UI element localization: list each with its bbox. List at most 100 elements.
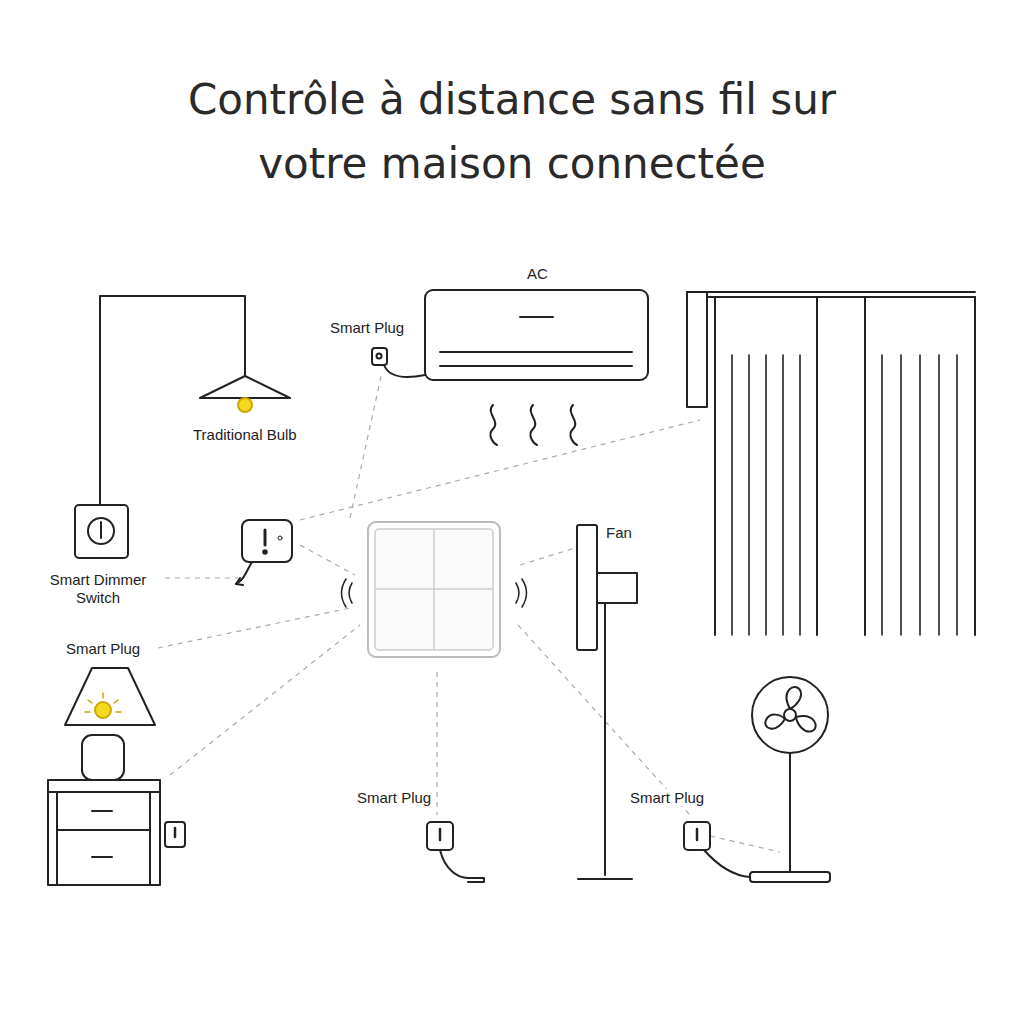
device-label: Smart Plug xyxy=(355,789,433,806)
drawing-stroke xyxy=(165,822,185,847)
drawing-stroke xyxy=(577,525,597,650)
drawing-stroke xyxy=(114,700,118,703)
drawing-stroke xyxy=(350,372,382,518)
drawing-stroke xyxy=(342,579,347,607)
drawing-stroke xyxy=(95,702,111,718)
drawing-stroke xyxy=(597,573,637,603)
drawing-stroke xyxy=(752,677,828,753)
drawing-stroke xyxy=(687,296,975,298)
dashed-links xyxy=(155,372,780,852)
drawing-stroke xyxy=(731,355,733,635)
drawing-stroke xyxy=(238,398,252,412)
drawing-stroke xyxy=(158,608,350,648)
drawing-stroke xyxy=(684,822,710,850)
drawing-stroke xyxy=(88,700,92,703)
drawing-stroke xyxy=(82,735,124,780)
drawing-stroke xyxy=(376,588,492,590)
drawing-stroke xyxy=(782,355,784,635)
drawing-stroke xyxy=(748,355,750,635)
drawing-stroke xyxy=(149,792,151,885)
title: Contrôle à distance sans fil sur votre m… xyxy=(172,68,852,196)
drawing-stroke xyxy=(170,625,360,775)
drawing-stroke xyxy=(48,780,160,885)
drawing-stroke xyxy=(732,355,957,635)
drawing-stroke xyxy=(439,829,442,840)
drawing-stroke xyxy=(520,548,575,565)
drawing-stroke xyxy=(900,355,902,635)
drawing-stroke xyxy=(816,297,818,635)
drawing-stroke xyxy=(490,405,497,445)
drawing-stroke xyxy=(65,668,155,725)
drawing-stroke xyxy=(710,836,780,852)
drawing-stroke xyxy=(300,420,700,520)
drawing-stroke xyxy=(263,550,267,554)
drawing-stroke xyxy=(116,711,121,713)
drawing-stroke xyxy=(236,578,243,585)
drawing-stroke xyxy=(88,518,114,544)
drawing-stroke xyxy=(881,355,883,635)
drawing-stroke xyxy=(687,291,975,293)
drawing-stroke xyxy=(704,850,750,877)
drawing-stroke xyxy=(85,693,121,712)
drawing-stroke xyxy=(57,829,150,831)
device-label: Fan xyxy=(604,524,634,541)
drawing-stroke xyxy=(956,355,958,635)
drawing-stroke xyxy=(796,716,816,732)
device-label: Smart Plug xyxy=(328,319,406,336)
drawing-stroke xyxy=(696,829,699,840)
device-label: Smart Plug xyxy=(64,640,142,657)
drawing-stroke xyxy=(864,297,866,635)
drawing-stroke xyxy=(200,376,290,398)
drawing-stroke xyxy=(264,530,267,545)
drawing-stroke xyxy=(372,348,387,365)
device-label: Smart Plug xyxy=(628,789,706,806)
drawing-stroke xyxy=(375,529,493,650)
drawing-stroke xyxy=(377,354,382,359)
drawing-stroke xyxy=(919,355,921,635)
drawing-stroke xyxy=(368,522,500,657)
drawing-stroke xyxy=(520,316,553,318)
drawing-stroke xyxy=(236,562,252,584)
drawing-stroke xyxy=(974,297,976,635)
drawing-stroke xyxy=(789,753,791,872)
drawing-stroke xyxy=(102,693,104,698)
drawing-stroke xyxy=(174,828,177,837)
drawing-stroke xyxy=(100,522,102,538)
drawing-stroke xyxy=(765,715,785,729)
drawing-stroke xyxy=(714,297,716,635)
drawing-stroke xyxy=(300,545,355,575)
drawing-stroke xyxy=(349,583,352,603)
drawing-stroke xyxy=(92,810,112,812)
drawing-stroke xyxy=(436,672,437,815)
drawing-stroke xyxy=(750,872,830,882)
drawing-stroke xyxy=(92,856,112,858)
drawing-stroke xyxy=(765,355,767,635)
drawing-stroke xyxy=(56,792,58,885)
drawing-stroke xyxy=(516,583,519,603)
drawing-stroke xyxy=(85,711,90,713)
drawing-stroke xyxy=(522,579,527,607)
drawing-stroke xyxy=(787,687,801,709)
drawing-stroke xyxy=(384,365,425,377)
drawing-stroke xyxy=(440,365,632,367)
device-label: Traditional Bulb xyxy=(191,426,299,443)
device-label: Smart Dimmer Switch xyxy=(36,571,160,607)
drawing-stroke xyxy=(75,505,128,558)
drawing-stroke xyxy=(687,292,707,407)
drawing-stroke xyxy=(425,290,648,380)
drawing-stroke xyxy=(799,355,801,635)
drawing-stroke xyxy=(604,603,606,875)
drawing-stroke xyxy=(100,296,245,505)
drawing-stroke xyxy=(578,878,632,880)
drawing-stroke xyxy=(570,405,577,445)
device-label: AC xyxy=(525,265,550,282)
drawing-stroke xyxy=(155,577,238,578)
devices xyxy=(48,290,975,885)
drawing-stroke xyxy=(427,822,453,850)
drawing-stroke xyxy=(48,791,160,793)
drawing-stroke xyxy=(440,351,632,353)
drawing-stroke xyxy=(242,520,292,562)
drawing-stroke xyxy=(440,850,484,882)
drawing-stroke xyxy=(938,355,940,635)
drawing-stroke xyxy=(278,536,282,540)
